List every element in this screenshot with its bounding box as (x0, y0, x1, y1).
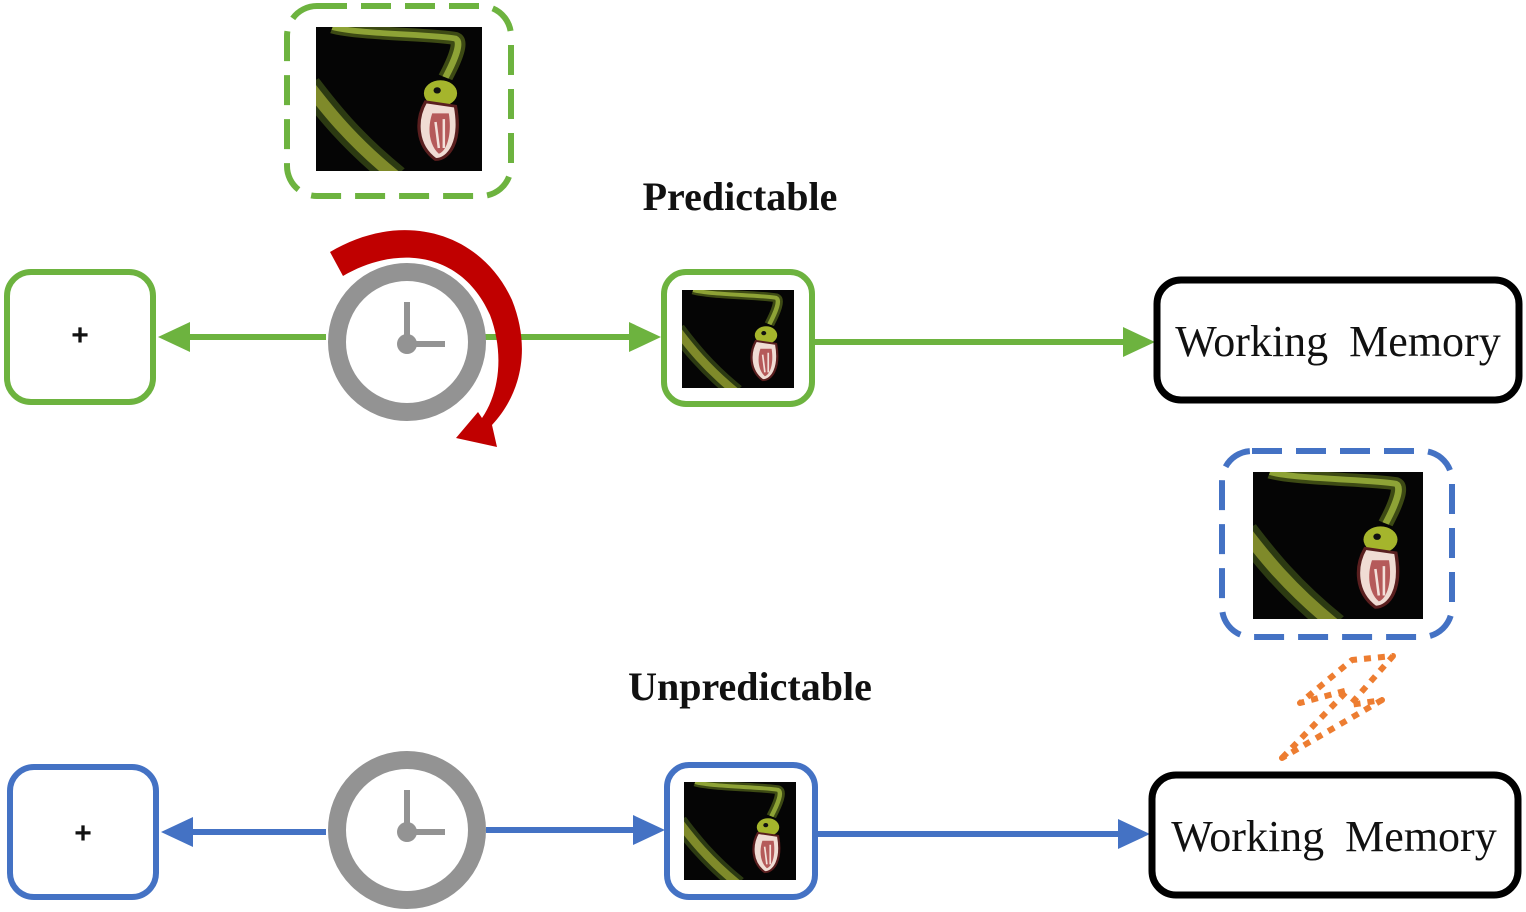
rotation-arrow-icon (330, 230, 522, 447)
unpredictable-fixation: + (74, 817, 92, 850)
unpredictable-working-memory-box (1148, 771, 1522, 899)
retrieval-arrow-icon (1279, 653, 1396, 761)
predictable-arrowhead-stimulus (629, 322, 661, 352)
predictable-clock-icon (337, 272, 477, 412)
unpredictable-arrowhead-memory (1118, 819, 1150, 849)
predictable-arrowhead-memory (1123, 327, 1155, 357)
predictable-working-memory-box (1153, 276, 1523, 404)
unpredictable-cue-image (1245, 472, 1424, 625)
predictable-fixation: + (71, 319, 89, 352)
predictable-row: Predictable + Working Memory (4, 3, 1523, 447)
predictable-cue-image (308, 27, 482, 177)
unpredictable-working-memory-label: Working Memory (1171, 812, 1496, 861)
predictable-working-memory-label: Working Memory (1175, 317, 1500, 366)
predictable-label: Predictable (643, 174, 838, 219)
unpredictable-row: Unpredictable + Working Memory (7, 448, 1522, 900)
unpredictable-arrowhead-left (161, 817, 193, 847)
unpredictable-arrowhead-stimulus (633, 815, 665, 845)
predictable-stimulus-image (676, 290, 794, 392)
predictable-fixation-box (4, 269, 156, 405)
unpredictable-stimulus-image (678, 782, 796, 884)
unpredictable-clock-icon (337, 760, 477, 900)
unpredictable-fixation-box (7, 764, 159, 900)
unpredictable-label: Unpredictable (628, 664, 872, 709)
predictable-arrowhead-left (158, 322, 190, 352)
